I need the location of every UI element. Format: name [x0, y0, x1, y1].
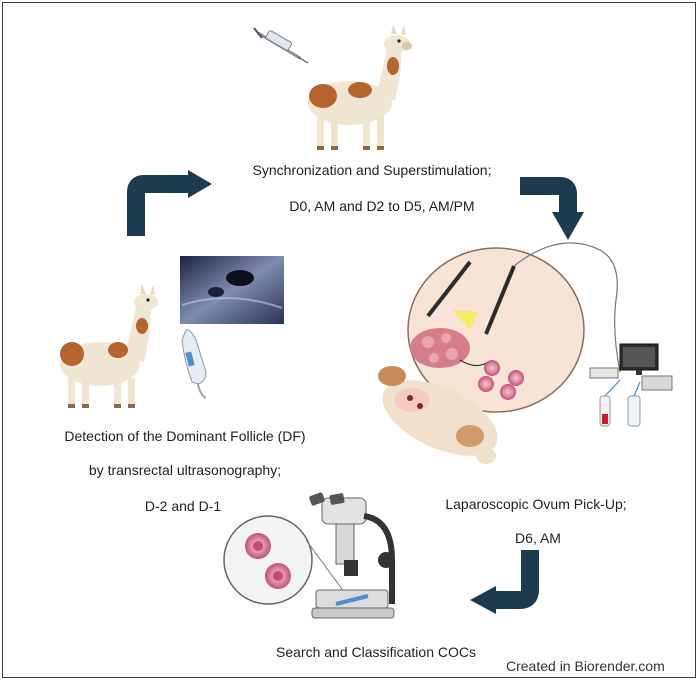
alpaca-icon	[60, 284, 158, 408]
credit-label: Created in Biorender.com	[506, 658, 665, 674]
coc-cell-icon	[245, 533, 291, 589]
ultrasound-probe-icon	[181, 329, 207, 399]
search-label: Search and Classification COCs	[276, 644, 476, 660]
sync-label-line2: D0, AM and D2 to D5, AM/PM	[289, 198, 475, 214]
laparoscopy-scene	[378, 242, 673, 464]
cycle-arrow-top-left	[127, 170, 212, 236]
ultrasound-image	[180, 256, 284, 324]
monitor-icon	[619, 343, 659, 375]
sync-label-line1: Synchronization and Superstimulation;	[252, 162, 492, 178]
detect-label-line1: Detection of the Dominant Follicle (DF)	[64, 428, 306, 444]
opu-label-line1: Laparoscopic Ovum Pick-Up;	[445, 496, 627, 512]
detect-label-line3: D-2 and D-1	[144, 498, 222, 514]
detect-label-line2: by transrectal ultrasonography;	[88, 462, 282, 478]
cycle-arrow-top-right	[520, 177, 584, 240]
cycle-arrow-bottom-right	[470, 550, 539, 614]
microscope-icon	[223, 492, 395, 619]
alpaca-icon	[308, 24, 412, 150]
syringe-icon	[253, 27, 309, 64]
opu-label-line2: D6, AM	[515, 530, 561, 546]
